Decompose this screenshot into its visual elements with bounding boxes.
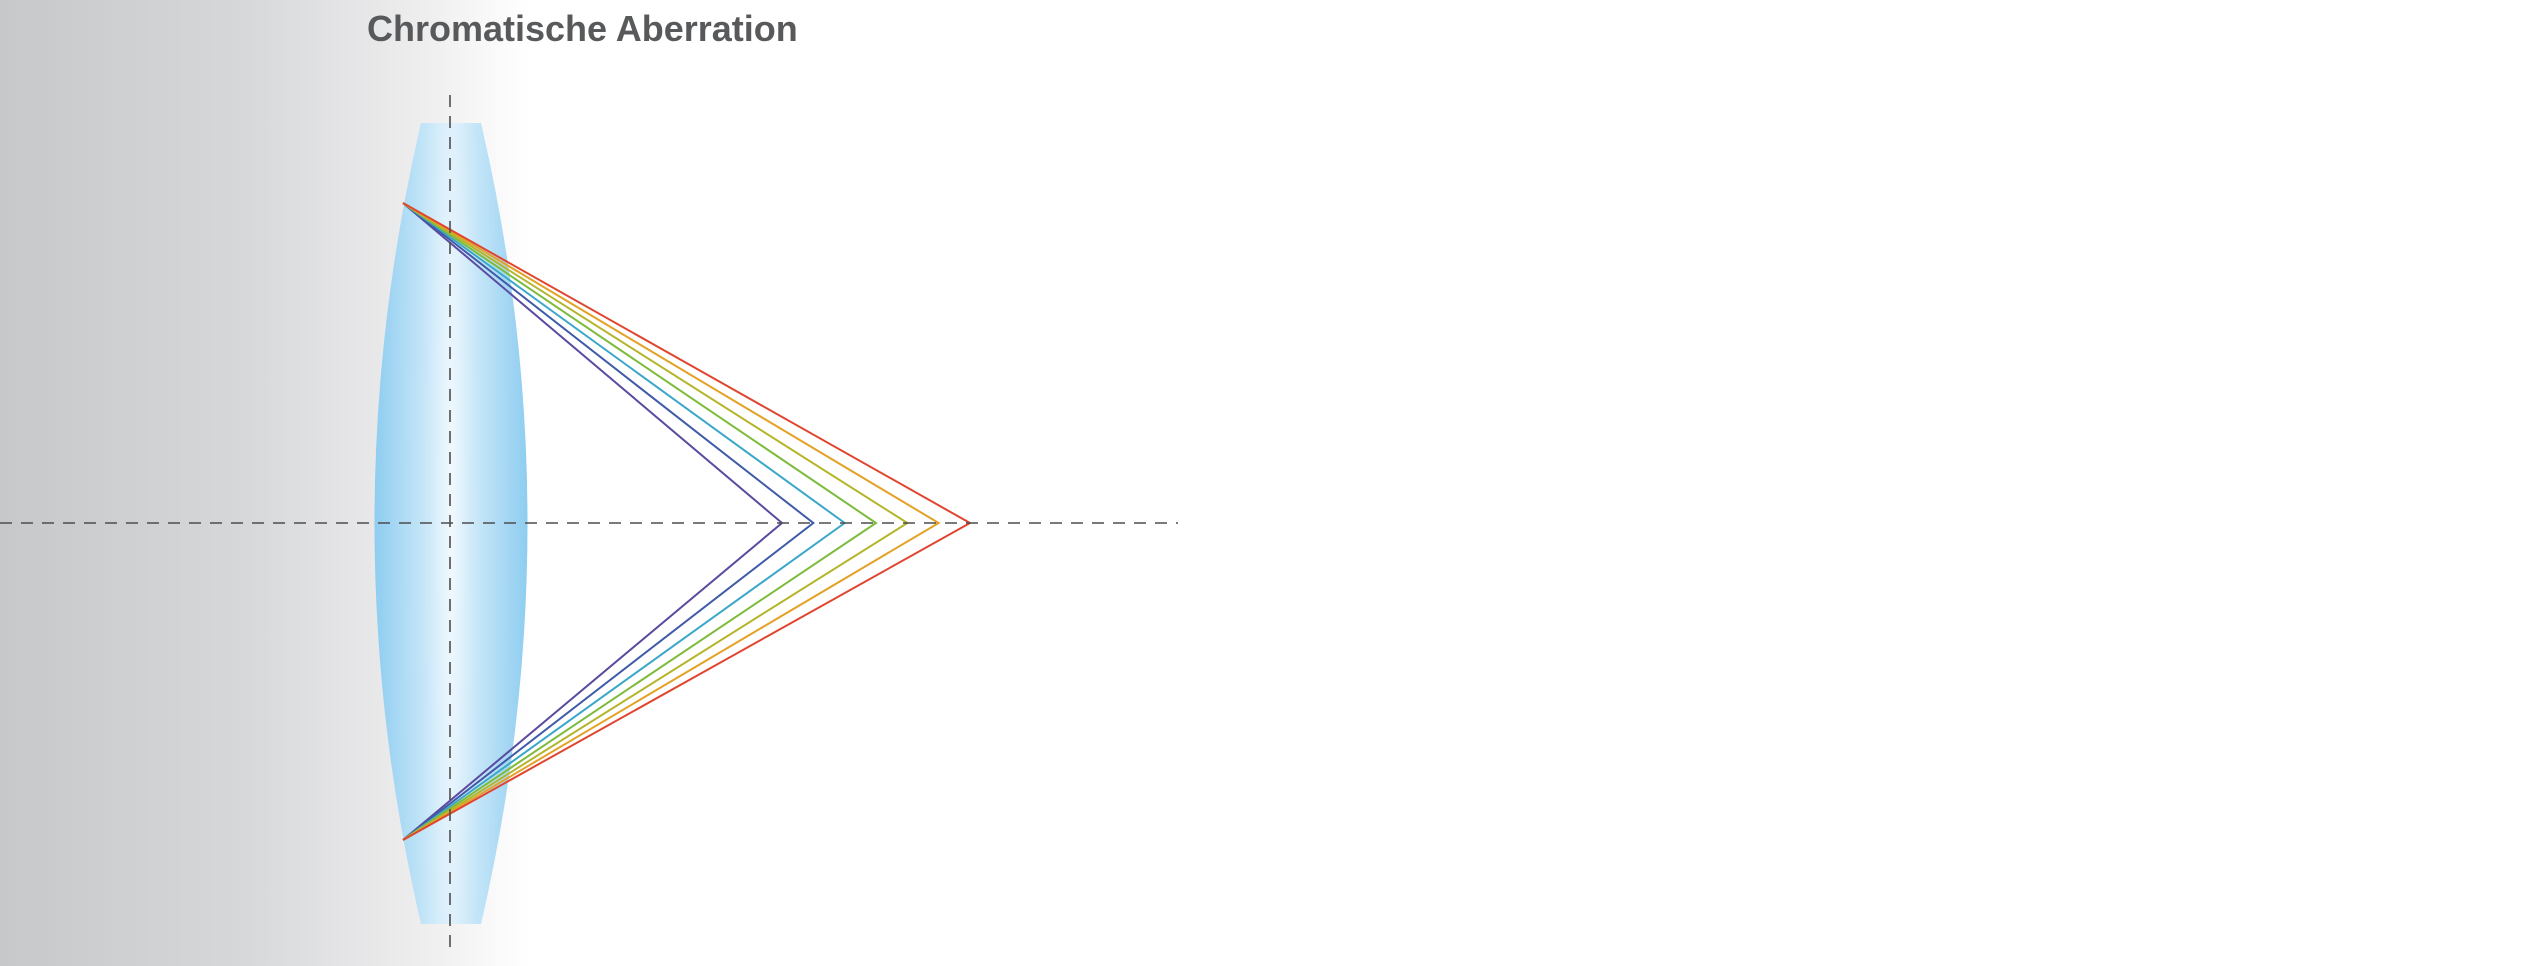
spectral-ray-4 <box>402 202 878 841</box>
page-title: Chromatische Aberration <box>367 8 798 49</box>
spectral-ray-2 <box>402 202 815 841</box>
spectral-ray-6 <box>402 202 941 841</box>
